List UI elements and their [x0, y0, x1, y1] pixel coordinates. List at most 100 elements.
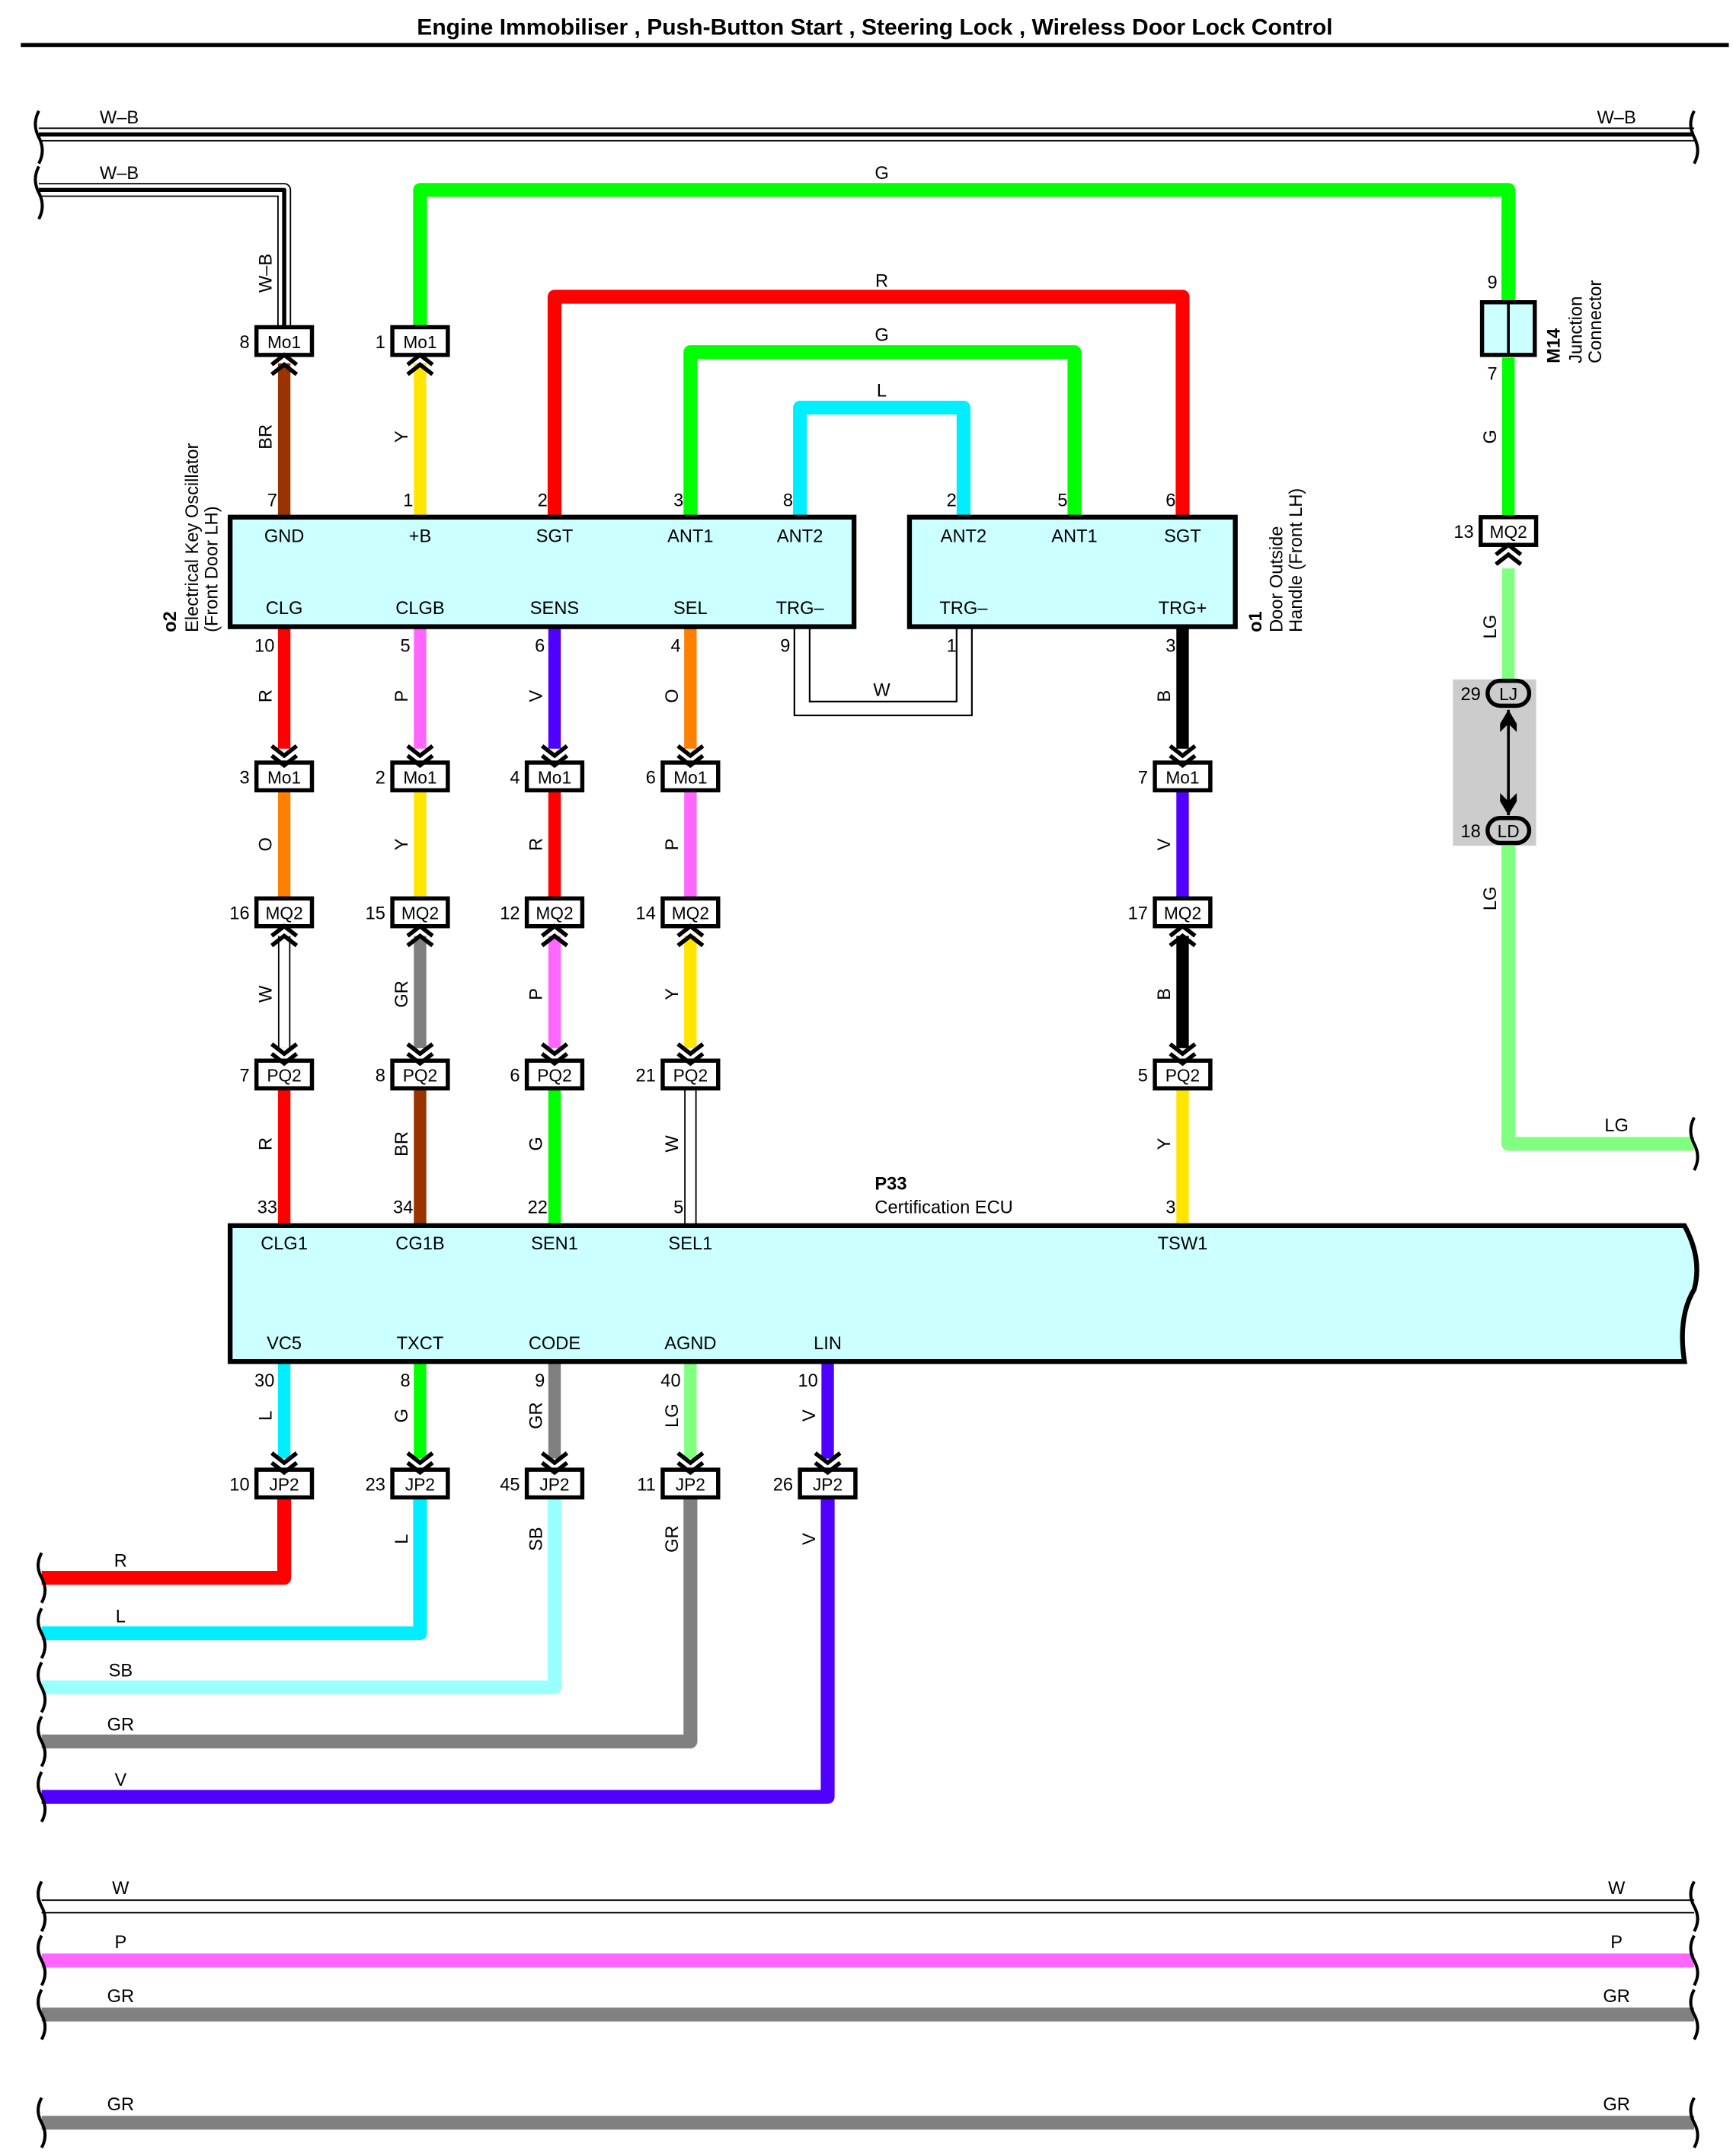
pin-name: TXCT: [397, 1334, 444, 1354]
connector-pin: 17: [1128, 904, 1148, 924]
chevron-up-icon: [270, 923, 299, 948]
connector-pin: 7: [1138, 768, 1148, 788]
connector-pin: 14: [636, 904, 656, 924]
pin-number: 8: [401, 1371, 411, 1391]
connector-pin: 26: [773, 1475, 793, 1495]
pin-name: SEL: [673, 599, 708, 619]
chevron-stroke: [676, 923, 705, 938]
wire-label: Y: [392, 430, 412, 443]
component-name: Connector: [1586, 280, 1606, 363]
chevron-down-icon: [676, 1042, 705, 1067]
connector-label: MQ2: [1490, 522, 1527, 542]
wire-label: W: [112, 1879, 129, 1898]
wire-label: G: [1481, 430, 1501, 443]
connector-pin: 1: [376, 333, 385, 353]
pin-number: 1: [947, 636, 957, 656]
connector-pin: 5: [1138, 1067, 1148, 1086]
wire-label: LG: [663, 1403, 683, 1428]
chevron-stroke: [270, 744, 299, 759]
pin-number: 5: [673, 1198, 683, 1217]
wire-label: W–B: [1597, 108, 1636, 128]
wire-wb-branch-tracer: [38, 187, 286, 329]
wire-label: W–B: [100, 108, 139, 128]
connector-pin: 6: [510, 1067, 520, 1086]
chevron-stroke: [1495, 542, 1523, 557]
pin-number: 30: [254, 1371, 274, 1391]
pin-name: TSW1: [1158, 1234, 1208, 1254]
chevron-stroke: [540, 1051, 569, 1067]
chevron-stroke: [270, 1460, 299, 1476]
connector-box: [254, 325, 315, 357]
wire-label: R: [257, 1137, 277, 1150]
component-o2: [227, 514, 857, 629]
wire-r-loop: [547, 289, 1190, 517]
pin-name: ANT2: [777, 527, 823, 547]
wire-label: V: [527, 689, 547, 702]
pin-number: 3: [673, 491, 683, 510]
chevron-stroke: [540, 1451, 569, 1466]
break-mark: [37, 1880, 47, 1933]
break-mark: [1689, 1880, 1699, 1933]
chevron-stroke: [676, 932, 705, 948]
pin-name: AGND: [664, 1334, 716, 1354]
component-id: M14: [1544, 328, 1564, 363]
chevron-down-icon: [540, 1042, 569, 1067]
pin-number: 6: [1165, 491, 1175, 510]
wire-jp2-out-2: [41, 1497, 562, 1694]
chevron-down-icon: [676, 744, 705, 769]
wire-label: GR: [663, 1525, 683, 1552]
pin-number: 5: [1057, 491, 1067, 510]
chevron-down-icon: [676, 1451, 705, 1476]
break-mark: [1689, 1934, 1699, 1987]
component-p33: [227, 1223, 1699, 1364]
wire-l-loop: [793, 400, 970, 517]
chevron-stroke: [270, 932, 299, 948]
component-id: P33: [874, 1175, 906, 1195]
wire-wb-branch-fill: [38, 184, 290, 329]
pin-name: CLG: [266, 599, 303, 619]
pin-name: CODE: [529, 1334, 580, 1354]
pin-number: 10: [254, 636, 274, 656]
chevron-stroke: [1169, 753, 1197, 769]
break-mark: [37, 1988, 47, 2041]
pin-number: 10: [798, 1371, 818, 1391]
chevron-stroke: [406, 753, 434, 769]
break-mark: [37, 1771, 47, 1823]
splice-label: LJ: [1499, 684, 1517, 704]
wire-label: R: [527, 838, 547, 851]
bus-wb-right-break: [1689, 110, 1699, 165]
chevron-stroke: [1169, 932, 1197, 948]
pin-number: 7: [1487, 365, 1497, 385]
wire-label: SB: [527, 1527, 547, 1551]
bus-wb2-break: [34, 165, 44, 220]
pin-number: 3: [1165, 1198, 1175, 1217]
connector-label: PQ2: [267, 1066, 302, 1086]
chevron-up-icon: [1495, 542, 1523, 566]
wire-w-loop-outer: [793, 626, 973, 717]
connector-label: Mo1: [403, 767, 436, 787]
wire-label: GR: [107, 1987, 134, 2007]
connector-pin: 23: [366, 1475, 385, 1495]
wire-g-loop: [683, 345, 1082, 517]
wire-label: O: [663, 689, 683, 702]
connector-label: PQ2: [673, 1066, 708, 1086]
connector-label: Mo1: [673, 767, 707, 787]
connector-box: [254, 896, 315, 929]
chevron-down-icon: [540, 1451, 569, 1476]
pin-number: 9: [780, 636, 790, 656]
components-layer: [227, 300, 1699, 1364]
chevron-stroke: [406, 1451, 434, 1466]
pin-number: 5: [401, 636, 411, 656]
